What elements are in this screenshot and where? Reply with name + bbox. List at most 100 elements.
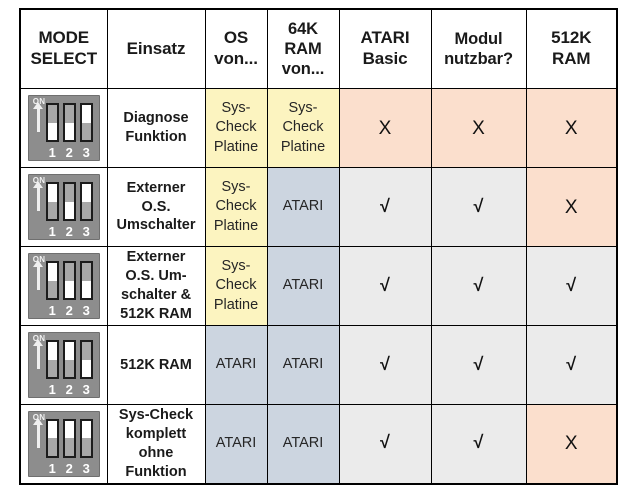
dip-switch-levers [45, 182, 93, 221]
dip-lever-bottom [47, 122, 57, 140]
cross-icon: X [564, 117, 578, 139]
dip-switch-lever-3[interactable] [79, 103, 93, 142]
table-row: ON123Sys-CheckkomplettohneFunktionATARIA… [19, 404, 618, 484]
cell-mode-select[interactable]: ON 123 [19, 404, 108, 484]
table-row: ON123DiagnoseFunktionSys-CheckPlatineSys… [19, 88, 618, 168]
dip-up-arrow-icon [33, 260, 44, 290]
dip-switch-lever-2[interactable] [62, 182, 76, 221]
cell-einsatz: 512K RAM [106, 325, 206, 405]
cell-64k-ram-von: ATARI [266, 246, 340, 326]
dip-up-arrow-icon [33, 339, 44, 369]
dip-switch-lever-1[interactable] [45, 418, 59, 458]
dip-lever-top [64, 420, 74, 439]
dip-switch-lever-1[interactable] [45, 340, 59, 379]
cell-mode-select[interactable]: ON123 [19, 167, 108, 247]
dip-lever-bottom [81, 438, 91, 456]
dip-switch-number-3: 3 [82, 303, 90, 318]
dip-switch-lever-1[interactable] [45, 182, 59, 221]
dip-switch-graphic: ON123 [27, 95, 100, 161]
cell-os-von: ATARI [204, 404, 268, 484]
dip-switch-number-2: 2 [65, 224, 73, 239]
dip-switch-lever-2[interactable] [62, 418, 76, 458]
dip-switch-levers [45, 261, 93, 300]
dip-lever-top [81, 342, 91, 360]
dip-lever-top [64, 342, 74, 360]
cell-512k-ram: √ [525, 246, 618, 326]
cell-mode-select[interactable]: ON123 [19, 246, 108, 326]
dip-lever-bottom [64, 438, 74, 456]
dip-lever-top [81, 105, 91, 123]
cell-atari-basic: X [338, 88, 432, 168]
dip-switch-number-1: 1 [48, 382, 56, 397]
dip-switch-number-1: 1 [48, 303, 56, 318]
dip-switch-levers [45, 103, 93, 142]
dip-switch-lever-3[interactable] [79, 182, 93, 221]
dip-lever-top [81, 184, 91, 202]
cell-atari-basic: √ [338, 167, 432, 247]
dip-on-label: ON [33, 177, 46, 185]
cell-64k-ram-von: ATARI [266, 167, 340, 247]
cell-modul-nutzbar: X [430, 88, 527, 168]
dip-switch-number-2: 2 [65, 460, 73, 476]
cross-icon: X [472, 117, 485, 139]
dip-lever-top [81, 263, 91, 281]
cell-modul-nutzbar: √ [430, 404, 527, 484]
dip-switch-lever-3[interactable] [79, 261, 93, 300]
dip-lever-bottom [64, 122, 74, 140]
cell-64k-ram-von: ATARI [266, 325, 340, 405]
dip-lever-bottom [47, 438, 57, 456]
dip-switch-lever-3[interactable] [79, 418, 93, 458]
dip-lever-top [64, 184, 74, 202]
check-icon: √ [380, 195, 390, 216]
cell-atari-basic: √ [338, 404, 432, 484]
cell-mode-select[interactable]: ON123 [19, 88, 108, 168]
dip-on-label: ON [33, 413, 46, 422]
dip-switch-lever-2[interactable] [62, 261, 76, 300]
dip-switch-graphic: ON123 [27, 174, 100, 240]
dip-lever-bottom [64, 201, 74, 219]
dip-on-label: ON [33, 98, 46, 106]
dip-lever-top [47, 342, 57, 360]
table-body: ON123DiagnoseFunktionSys-CheckPlatineSys… [19, 88, 618, 484]
dip-switch-number-1: 1 [48, 460, 56, 476]
dip-switch-graphic: ON 123 [27, 410, 100, 477]
dip-switch-number-1: 1 [48, 145, 56, 160]
cross-icon: X [564, 196, 578, 218]
dip-switch-levers [45, 340, 93, 379]
column-header-einsatz: Einsatz [106, 8, 206, 89]
check-icon: √ [566, 274, 577, 295]
table-row: ON123ExternerO.S. Um-schalter &512K RAMS… [19, 246, 618, 326]
dip-lever-bottom [64, 280, 74, 298]
dip-switch-lever-3[interactable] [79, 340, 93, 379]
check-icon: √ [473, 195, 484, 216]
cross-icon: X [564, 433, 578, 455]
cell-modul-nutzbar: √ [430, 325, 527, 405]
dip-switch-lever-2[interactable] [62, 103, 76, 142]
dip-switch-lever-1[interactable] [45, 261, 59, 300]
dip-lever-bottom [81, 201, 91, 219]
dip-up-arrow-icon [33, 181, 44, 211]
dip-switch-lever-1[interactable] [45, 103, 59, 142]
cell-mode-select[interactable]: ON123 [19, 325, 108, 405]
dip-lever-top [64, 263, 74, 281]
dip-lever-top [47, 105, 57, 123]
dip-lever-top [47, 184, 57, 202]
cross-icon: X [378, 117, 392, 139]
dip-lever-top [81, 420, 91, 439]
dip-lever-bottom [81, 359, 91, 377]
dip-lever-bottom [47, 201, 57, 219]
dip-switch-lever-2[interactable] [62, 340, 76, 379]
cell-atari-basic: √ [338, 325, 432, 405]
